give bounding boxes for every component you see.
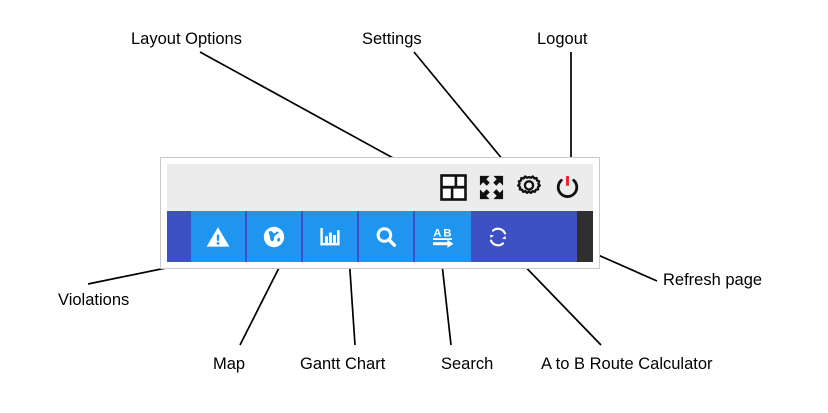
toolbar-button-route-calculator[interactable]: A B	[415, 211, 471, 262]
panel-inner: A B	[167, 164, 593, 262]
annotation-label-logout: Logout	[537, 30, 588, 48]
annotation-label-map: Map	[213, 355, 246, 373]
toolbar-button-group: A B	[191, 211, 471, 262]
leader-settings	[413, 51, 514, 173]
application-panel: A B	[160, 157, 600, 269]
annotation-label-settings: Settings	[362, 30, 422, 48]
toolbar-collapse-handle[interactable]	[577, 211, 593, 262]
panel-topbar	[167, 164, 593, 211]
toolbar-button-refresh[interactable]	[471, 211, 525, 262]
toolbar-button-violations[interactable]	[191, 211, 247, 262]
annotation-label-violations: Violations	[58, 291, 130, 309]
toolbar-button-map[interactable]	[247, 211, 303, 262]
toolbar-button-search[interactable]	[359, 211, 415, 262]
fullscreen-icon[interactable]	[474, 171, 508, 205]
annotation-label-gantt-chart: Gantt Chart	[300, 355, 386, 373]
toolbar-left-spacer	[167, 211, 191, 262]
leader-gantt-chart	[345, 255, 356, 346]
layout-grid-icon[interactable]	[436, 171, 470, 205]
annotation-label-search: Search	[441, 355, 494, 373]
annotation-label-layout-options: Layout Options	[131, 30, 242, 48]
panel-toolbar: A B	[167, 211, 593, 262]
annotation-label-refresh-page: Refresh page	[663, 271, 763, 289]
svg-text:A: A	[433, 227, 441, 239]
svg-text:B: B	[443, 227, 451, 239]
power-icon[interactable]	[550, 171, 584, 205]
gear-icon[interactable]	[512, 171, 546, 205]
toolbar-button-gantt-chart[interactable]	[303, 211, 359, 262]
toolbar-right-filler	[525, 211, 577, 262]
annotation-label-route-calculator: A to B Route Calculator	[541, 355, 713, 373]
